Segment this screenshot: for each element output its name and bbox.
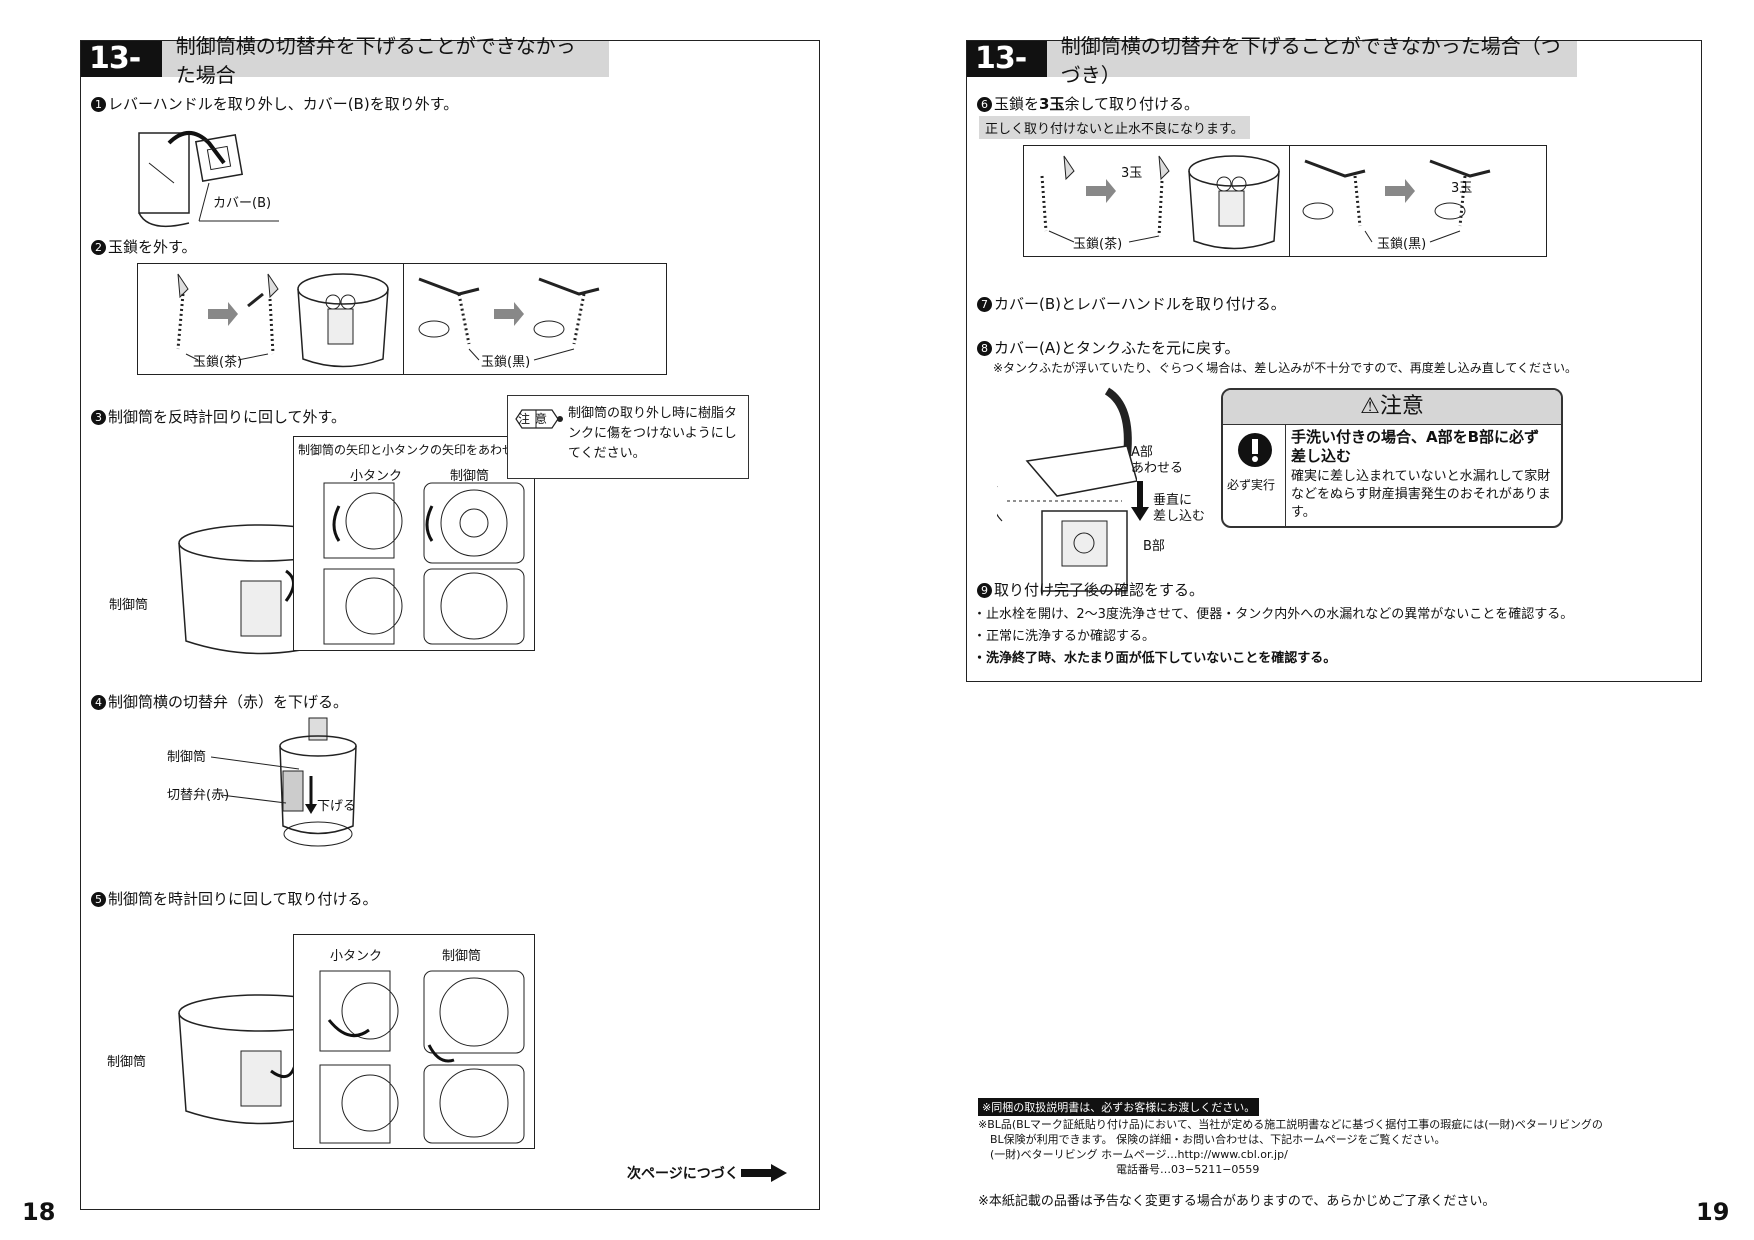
chain-removal-frame [137, 263, 667, 375]
caution-body-text: 確実に差し込まれていないと水漏れして家財などをぬらす財産損害発生のおそれがありま… [1291, 469, 1551, 520]
section-badge: 13-2 [81, 41, 162, 112]
small-tank-label-3: 小タンク [350, 469, 403, 484]
footer-line-1: ※BL品(BLマーク証紙貼り付け品)において、当社が定める施工説明書などに基づく… [978, 1118, 1603, 1131]
align-label: あわせる [1131, 461, 1184, 476]
control-cylinder-label-4: 制御筒 [167, 750, 207, 765]
caution-panel: ⚠注意 必ず実行 手洗い付きの場合、A部をB部に必ず差し込む 確実に差し込まれて… [1221, 388, 1563, 528]
control-cylinder-label-5b: 制御筒 [442, 949, 482, 964]
black-chain-attach-frame [1289, 145, 1547, 257]
b-part-label: B部 [1143, 539, 1165, 554]
control-cylinder-illustration [279, 717, 357, 847]
align-detail-illustration [323, 482, 525, 645]
small-tank-label-5: 小タンク [330, 949, 383, 964]
lever-cover-illustration [138, 131, 279, 228]
leader-lines-step4 [211, 756, 300, 804]
footer-line-3: (一財)ベターリビング ホームページ…http://www.cbl.or.jp/ [990, 1148, 1288, 1161]
chain-removal-illustration [176, 273, 389, 368]
align-arrow-frame: 制御筒の矢印と小タンクの矢印をあわせる 小タンク 制御筒 [293, 436, 535, 651]
exclamation-icon [1238, 433, 1272, 467]
down-arrow-icon [1131, 481, 1149, 521]
caution-icon-label: 注意 [518, 412, 553, 426]
must-do-label: 必ず実行 [1227, 478, 1276, 492]
vertical-insert-label-2: 差し込む [1153, 509, 1206, 524]
footer-black-banner: ※同梱の取扱説明書は、必ずお客様にお渡しください。 [978, 1098, 1260, 1116]
check-item-1: ・止水栓を開け、2〜3度洗浄させて、便器・タンク内外への水漏れなどの異常がないこ… [973, 607, 1574, 622]
control-cylinder-label-3: 制御筒 [109, 598, 149, 613]
caution-panel-header: ⚠注意 [1223, 390, 1561, 425]
right-section-header: 13-2 制御筒横の切替弁を下げることができなかった場合（つづき） [967, 34, 1577, 112]
reattach-frame: 小タンク 制御筒 [293, 934, 535, 1149]
section-title-right: 制御筒横の切替弁を下げることができなかった場合（つづき） [1060, 34, 1561, 87]
black-chain-illustration [418, 277, 600, 361]
tank-illustration-step3 [178, 524, 344, 655]
handwash-cover-illustration [997, 387, 1137, 592]
align-note: 制御筒の矢印と小タンクの矢印をあわせる [298, 443, 527, 457]
chain-black-label: 玉鎖(黒) [481, 355, 531, 370]
caution-note-text: 制御筒の取り外し時に樹脂タンクに傷をつけないようにしてください。 [568, 406, 738, 461]
tank-illustration-step5 [178, 994, 344, 1125]
step-8-note: ※タンクふたが浮いていたり、ぐらつく場合は、差し込みが不十分ですので、再度差し込… [993, 361, 1578, 375]
control-cylinder-label-5: 制御筒 [107, 1055, 147, 1070]
footer-line-4: 電話番号…03−5211−0559 [1116, 1163, 1260, 1176]
reattach-detail-illustration [319, 970, 525, 1144]
left-section-header: 13-2 制御筒横の切替弁を下げることができなかった場合 [81, 34, 609, 112]
switch-valve-label: 切替弁(赤) [167, 788, 230, 803]
install-warning-note: 正しく取り付けないと止水不良になります。 [979, 116, 1250, 139]
warning-triangle-icon: ⚠ [1360, 394, 1380, 419]
chain-detail-frame [403, 263, 667, 375]
check-item-2: ・正常に洗浄するか確認する。 [973, 629, 1156, 644]
chain-attach-illustration [1040, 155, 1280, 250]
section-title: 制御筒横の切替弁を下げることができなかった場合 [175, 34, 576, 87]
caution-note-box: 注意 制御筒の取り外し時に樹脂タンクに傷をつけないようにしてください。 [507, 395, 749, 479]
cover-b-label: カバー(B) [213, 196, 272, 211]
footer-last-line: ※本紙記載の品番は予告なく変更する場合がありますので、あらかじめご了承ください。 [978, 1194, 1496, 1209]
section-badge-right: 13-2 [967, 41, 1047, 112]
caution-icon [515, 409, 563, 429]
chain-attach-frame [1023, 145, 1547, 257]
lower-label: 下げる [317, 799, 357, 814]
a-part-label: A部 [1131, 445, 1153, 460]
chain-brown-label-right: 玉鎖(茶) [1073, 237, 1123, 252]
black-chain-attach-illustration [1302, 159, 1491, 243]
three-balls-label-1: 3玉 [1121, 166, 1143, 181]
page-number-left: 18 [22, 1198, 56, 1226]
check-item-bold: ・洗浄終了時、水たまり面が低下していないことを確認する。 [973, 651, 1337, 666]
page-number-right: 19 [1696, 1198, 1730, 1226]
arrow-right-icon [740, 1164, 787, 1182]
control-cylinder-label-3b: 制御筒 [450, 469, 490, 484]
chain-black-label-right: 玉鎖(黒) [1377, 237, 1427, 252]
footer-line-2: BL保険が利用できます。 保険の詳細・お問い合わせは、下記ホームページをご覧くだ… [990, 1133, 1446, 1146]
must-do-cell: 必ず実行 [1223, 424, 1286, 526]
next-page-indicator[interactable]: 次ページにつづく [627, 1163, 789, 1183]
chain-brown-label: 玉鎖(茶) [193, 355, 243, 370]
three-balls-label-2: 3玉 [1451, 181, 1473, 196]
caution-bold-text: 手洗い付きの場合、A部をB部に必ず差し込む [1291, 428, 1540, 465]
vertical-insert-label-1: 垂直に [1153, 493, 1193, 508]
